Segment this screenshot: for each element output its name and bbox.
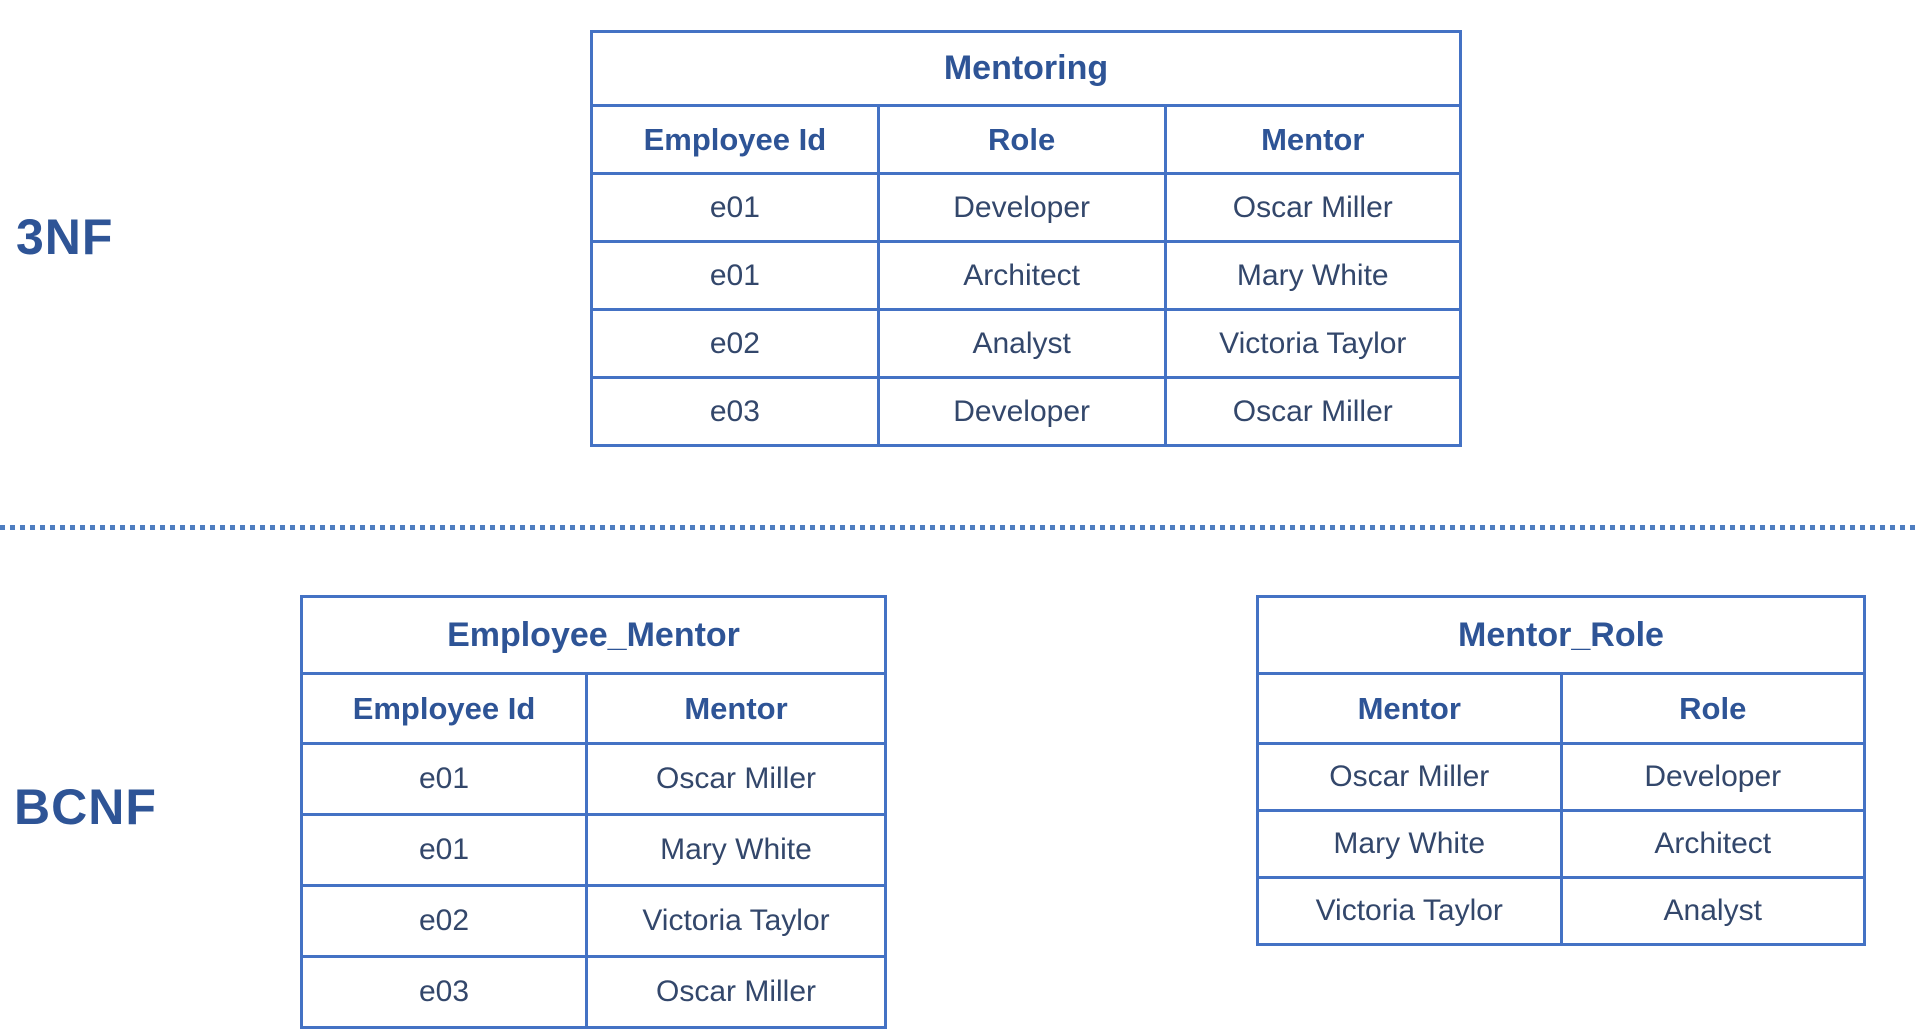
table-cell: Oscar Miller bbox=[584, 742, 888, 816]
column-header-employee-id: Employee Id bbox=[300, 672, 588, 745]
table-row: Victoria Taylor Analyst bbox=[1256, 876, 1866, 946]
table-cell: Mary White bbox=[584, 813, 888, 887]
table-cell: Oscar Miller bbox=[1256, 742, 1563, 812]
table-cell: e03 bbox=[590, 376, 880, 447]
table-row: e01 Architect Mary White bbox=[590, 240, 1463, 311]
table-cell: Architect bbox=[876, 240, 1167, 311]
table-cell: Developer bbox=[1559, 742, 1866, 812]
table-cell: e01 bbox=[590, 240, 880, 311]
table-cell: e03 bbox=[300, 955, 588, 1029]
table-cell: e01 bbox=[300, 813, 588, 887]
table-cell: e01 bbox=[590, 172, 880, 243]
column-header-role: Role bbox=[876, 104, 1167, 175]
mentor-role-header-row: Mentor Role bbox=[1256, 672, 1866, 745]
table-row: e01 Developer Oscar Miller bbox=[590, 172, 1463, 243]
column-header-mentor: Mentor bbox=[584, 672, 888, 745]
table-cell: Oscar Miller bbox=[1163, 376, 1463, 447]
table-cell: Victoria Taylor bbox=[1163, 308, 1463, 379]
table-row: e02 Victoria Taylor bbox=[300, 884, 888, 958]
table-cell: Developer bbox=[876, 172, 1167, 243]
table-row: e01 Mary White bbox=[300, 813, 888, 887]
employee-mentor-table-title: Employee_Mentor bbox=[300, 595, 887, 675]
table-cell: Oscar Miller bbox=[1163, 172, 1463, 243]
section-label-bcnf: BCNF bbox=[14, 779, 157, 835]
column-header-role: Role bbox=[1559, 672, 1866, 745]
table-cell: e02 bbox=[300, 884, 588, 958]
employee-mentor-title-row: Employee_Mentor bbox=[300, 595, 887, 675]
employee-mentor-header-row: Employee Id Mentor bbox=[300, 672, 888, 745]
column-header-mentor: Mentor bbox=[1163, 104, 1463, 175]
table-row: e03 Oscar Miller bbox=[300, 955, 888, 1029]
section-divider bbox=[0, 525, 1920, 530]
mentor-role-table: Mentor_Role Mentor Role Oscar Miller Dev… bbox=[1256, 595, 1866, 946]
table-cell: Victoria Taylor bbox=[584, 884, 888, 958]
mentor-role-table-title: Mentor_Role bbox=[1256, 595, 1866, 675]
mentoring-title-row: Mentoring bbox=[590, 30, 1462, 107]
table-cell: Victoria Taylor bbox=[1256, 876, 1563, 946]
table-row: e03 Developer Oscar Miller bbox=[590, 376, 1463, 447]
table-cell: e02 bbox=[590, 308, 880, 379]
table-cell: Mary White bbox=[1256, 809, 1563, 879]
mentoring-table: Mentoring Employee Id Role Mentor e01 De… bbox=[590, 30, 1463, 447]
column-header-mentor: Mentor bbox=[1256, 672, 1563, 745]
table-row: Oscar Miller Developer bbox=[1256, 742, 1866, 812]
employee-mentor-table: Employee_Mentor Employee Id Mentor e01 O… bbox=[300, 595, 888, 1029]
table-cell: Analyst bbox=[876, 308, 1167, 379]
table-row: e01 Oscar Miller bbox=[300, 742, 888, 816]
table-row: e02 Analyst Victoria Taylor bbox=[590, 308, 1463, 379]
table-cell: e01 bbox=[300, 742, 588, 816]
table-cell: Analyst bbox=[1559, 876, 1866, 946]
mentoring-header-row: Employee Id Role Mentor bbox=[590, 104, 1463, 175]
table-cell: Architect bbox=[1559, 809, 1866, 879]
table-cell: Mary White bbox=[1163, 240, 1463, 311]
mentor-role-title-row: Mentor_Role bbox=[1256, 595, 1866, 675]
table-cell: Oscar Miller bbox=[584, 955, 888, 1029]
mentoring-table-title: Mentoring bbox=[590, 30, 1462, 107]
table-row: Mary White Architect bbox=[1256, 809, 1866, 879]
section-label-3nf: 3NF bbox=[16, 209, 114, 265]
table-cell: Developer bbox=[876, 376, 1167, 447]
column-header-employee-id: Employee Id bbox=[590, 104, 880, 175]
